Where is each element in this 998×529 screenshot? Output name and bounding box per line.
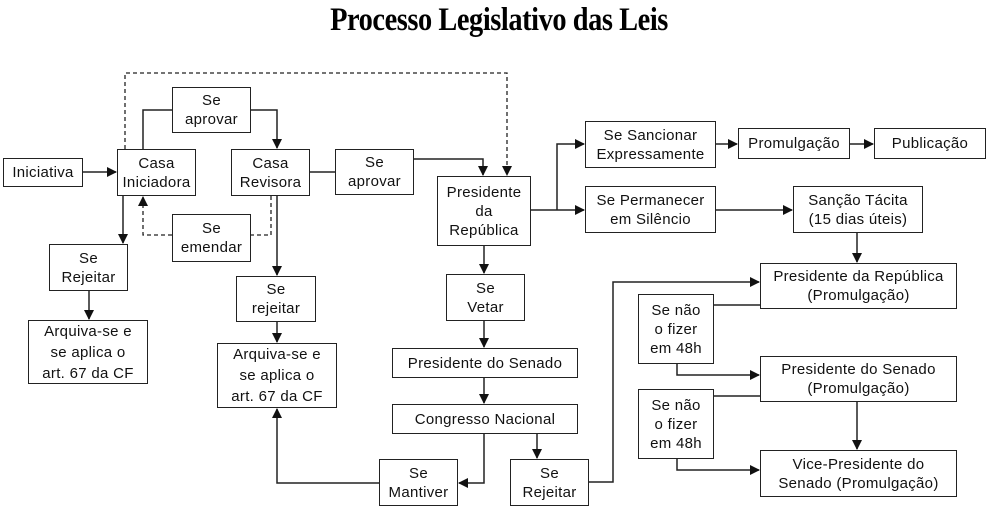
node-se-rejeitar-2: Se rejeitar bbox=[236, 276, 316, 322]
node-ps-promulgacao: Presidente do Senado (Promulgação) bbox=[760, 356, 957, 402]
node-promulgacao: Promulgação bbox=[738, 128, 850, 159]
node-se-aprovar-2: Se aprovar bbox=[335, 149, 414, 195]
node-se-sancionar: Se Sancionar Expressamente bbox=[585, 121, 716, 168]
edge-se-aprovar-2-presidente bbox=[414, 158, 488, 176]
node-se-emendar: Se emendar bbox=[172, 214, 251, 262]
node-publicacao: Publicação bbox=[874, 128, 986, 159]
node-vps-promulgacao: Vice-Presidente do Senado (Promulgação) bbox=[760, 450, 957, 497]
node-se-aprovar-1: Se aprovar bbox=[172, 87, 251, 133]
node-se-rejeitar-1: Se Rejeitar bbox=[49, 244, 128, 291]
node-arquiva-2: Arquiva-se e se aplica o art. 67 da CF bbox=[217, 343, 337, 408]
node-sancao-tacita: Sanção Tácita (15 dias úteis) bbox=[793, 186, 923, 233]
edge-se-mantiver-arquiva-2 bbox=[272, 408, 379, 484]
node-pr-promulgacao: Presidente da República (Promulgação) bbox=[760, 263, 957, 309]
node-iniciativa: Iniciativa bbox=[3, 158, 83, 187]
edge-se-nao-2-vps bbox=[676, 459, 760, 475]
node-se-vetar: Se Vetar bbox=[446, 274, 525, 321]
node-se-nao-fizer-1: Se não o fizer em 48h bbox=[638, 294, 714, 364]
node-arquiva-1: Arquiva-se e se aplica o art. 67 da CF bbox=[28, 320, 148, 384]
node-casa-iniciadora: Casa Iniciadora bbox=[117, 149, 196, 196]
node-congresso-nacional: Congresso Nacional bbox=[392, 404, 578, 434]
node-presidente-republica: Presidente da República bbox=[437, 176, 531, 246]
node-casa-revisora: Casa Revisora bbox=[231, 149, 310, 196]
edge-branch-se-sancionar bbox=[556, 139, 585, 210]
edge-se-rejeitar-veto-pr-promulgacao bbox=[589, 277, 760, 483]
edge-dashed-se-emendar-casa-iniciadora bbox=[138, 196, 172, 236]
edge-congresso-se-mantiver bbox=[458, 434, 485, 488]
edge-se-nao-1-ps-promulgacao bbox=[676, 364, 760, 380]
node-se-nao-fizer-2: Se não o fizer em 48h bbox=[638, 389, 714, 459]
node-presidente-senado: Presidente do Senado bbox=[392, 348, 578, 378]
node-se-permanecer: Se Permanecer em Silêncio bbox=[585, 186, 716, 233]
node-se-mantiver: Se Mantiver bbox=[379, 459, 458, 506]
edge-dashed-casa-revisora-se-emendar bbox=[251, 196, 272, 236]
edge-se-aprovar-casa-revisora bbox=[251, 109, 282, 149]
node-se-rejeitar-veto: Se Rejeitar bbox=[510, 459, 589, 506]
edge-dashed-casa-iniciadora-presidente bbox=[124, 72, 512, 176]
edge-casa-iniciadora-se-aprovar bbox=[142, 109, 172, 149]
diagram-title: Processo Legislativo das Leis bbox=[330, 2, 668, 38]
